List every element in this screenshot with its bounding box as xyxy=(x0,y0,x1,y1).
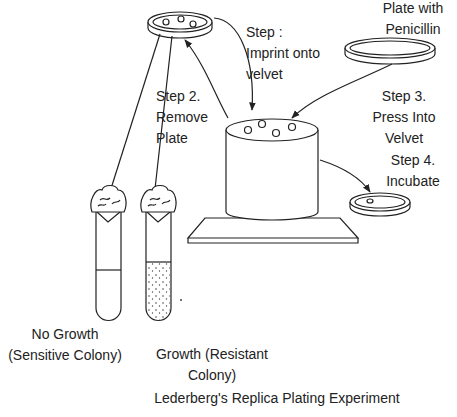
test-tube xyxy=(141,186,182,321)
result-label: Growth (Resistant Colony) xyxy=(146,344,278,386)
step-label: Step 3. Press Into Velvet xyxy=(366,86,442,149)
step-label: Step 2. Remove Plate xyxy=(156,86,216,149)
arrow xyxy=(108,34,160,198)
penicillin-plate xyxy=(345,38,435,64)
result-label: No Growth (Sensitive Colony) xyxy=(2,324,128,366)
test-tube xyxy=(91,186,126,321)
arrow xyxy=(320,160,370,192)
step-label: Step 4. Incubate xyxy=(376,150,450,192)
plate-label: Plate with Penicillin xyxy=(372,0,454,40)
incubated-plate xyxy=(350,193,410,216)
velvet-block xyxy=(188,119,358,243)
master-plate xyxy=(148,12,212,38)
arrow xyxy=(185,40,228,118)
step-label: Step : Imprint onto velvet xyxy=(246,22,326,85)
caption: Lederberg's Replica Plating Experiment xyxy=(100,388,454,409)
